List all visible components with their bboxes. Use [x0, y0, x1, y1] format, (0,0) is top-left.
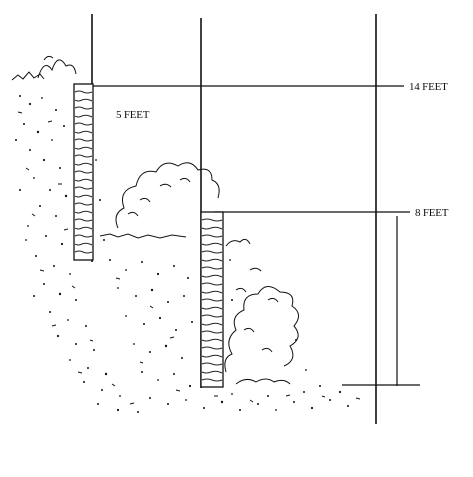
soil-dashes [17, 111, 361, 405]
level-lines [92, 85, 420, 386]
shrub-upper-bank [11, 55, 77, 81]
label-upper-wall-height: 5 FEET [116, 109, 150, 121]
diagram-labels: 5 FEET 14 FEET 8 FEET [116, 81, 449, 219]
soil-texture [15, 95, 349, 413]
upper-retaining-wall [73, 83, 94, 261]
vertical-guide-lines [91, 14, 377, 424]
shrub-lower-terrace [224, 238, 299, 385]
shrub-middle-terrace [99, 162, 220, 239]
label-8-feet: 8 FEET [415, 207, 449, 219]
label-14-feet: 14 FEET [409, 81, 448, 93]
lower-retaining-wall [200, 211, 224, 388]
